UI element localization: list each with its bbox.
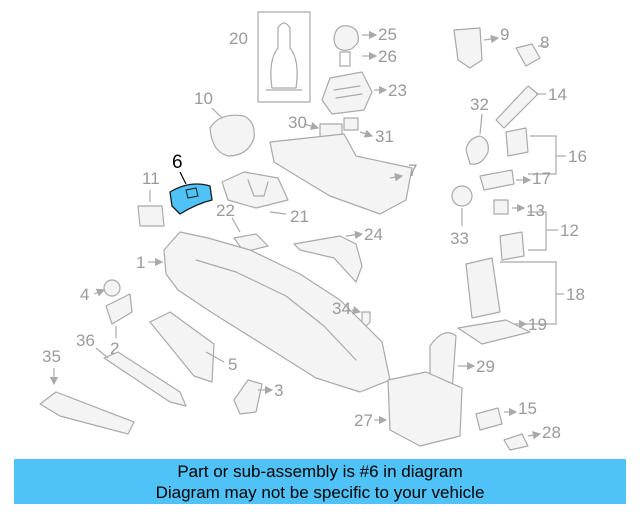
callout-28: 28: [542, 423, 561, 442]
callout-36: 36: [76, 331, 95, 350]
callout-17: 17: [532, 169, 551, 188]
callout-24: 24: [364, 225, 383, 244]
part-17: [479, 169, 532, 191]
part-5: [149, 311, 225, 383]
part-3: [233, 379, 274, 415]
part-10: [209, 107, 255, 157]
callout-6: 6: [172, 152, 183, 173]
callout-13: 13: [526, 201, 545, 220]
callout-32: 32: [470, 95, 489, 114]
part-25-knob: [333, 25, 378, 67]
callout-2: 2: [110, 339, 119, 358]
callout-16: 16: [568, 147, 587, 166]
callout-34: 34: [332, 299, 351, 318]
callout-8: 8: [540, 33, 549, 52]
callout-5: 5: [228, 355, 237, 374]
part-23-shifter: [321, 71, 388, 115]
part-34: [351, 306, 371, 327]
callout-18: 18: [566, 285, 585, 304]
part-35: [39, 368, 135, 435]
callout-21: 21: [290, 207, 309, 226]
part-12: [499, 211, 558, 261]
callout-31: 31: [375, 127, 394, 146]
part-16: [505, 127, 566, 175]
part-13: [493, 199, 526, 215]
parts-diagram: 20 25 26 23 9 8 10 30 31: [39, 11, 587, 451]
part-21-boot: [221, 171, 289, 215]
part-11: [137, 190, 165, 227]
callout-33: 33: [450, 229, 469, 248]
part-6-highlighted: [169, 171, 213, 215]
callout-15: 15: [518, 399, 537, 418]
callout-1: 1: [136, 253, 145, 272]
callout-30: 30: [288, 113, 307, 132]
caption-line-1: Part or sub-assembly is #6 in diagram: [177, 462, 463, 481]
callout-25: 25: [378, 25, 397, 44]
part-28: [503, 431, 542, 451]
callout-19: 19: [528, 315, 547, 334]
callout-22: 22: [216, 201, 235, 220]
callout-4: 4: [80, 285, 89, 304]
part-24: [293, 230, 364, 283]
callout-27: 27: [354, 411, 373, 430]
part-2: [105, 293, 133, 338]
part-18: [465, 257, 564, 325]
part-4: [93, 279, 121, 297]
part-19: [457, 319, 531, 345]
callout-23: 23: [388, 81, 407, 100]
part-15: [475, 407, 518, 431]
callout-35: 35: [42, 347, 61, 366]
part-14: [495, 85, 546, 129]
callout-7: 7: [408, 161, 417, 180]
part-8: [515, 43, 548, 67]
callout-11: 11: [142, 169, 160, 188]
callout-26: 26: [378, 47, 397, 66]
part-27: [374, 371, 463, 447]
callout-14: 14: [548, 85, 567, 104]
part-33: [451, 185, 473, 226]
callout-29: 29: [476, 357, 495, 376]
callout-9: 9: [500, 25, 509, 44]
caption-banner: Part or sub-assembly is #6 in diagram Di…: [14, 459, 626, 504]
part-20-shift-boot: [257, 11, 311, 103]
part-32: [465, 113, 489, 165]
callout-10: 10: [194, 89, 213, 108]
caption-line-2: Diagram may not be specific to your vehi…: [155, 483, 485, 502]
callout-20: 20: [229, 29, 248, 48]
part-36: [95, 347, 187, 407]
part-31: [343, 117, 374, 138]
part-9: [453, 27, 500, 69]
callout-12: 12: [560, 221, 579, 240]
part-7: [269, 133, 413, 215]
callout-3: 3: [274, 381, 283, 400]
